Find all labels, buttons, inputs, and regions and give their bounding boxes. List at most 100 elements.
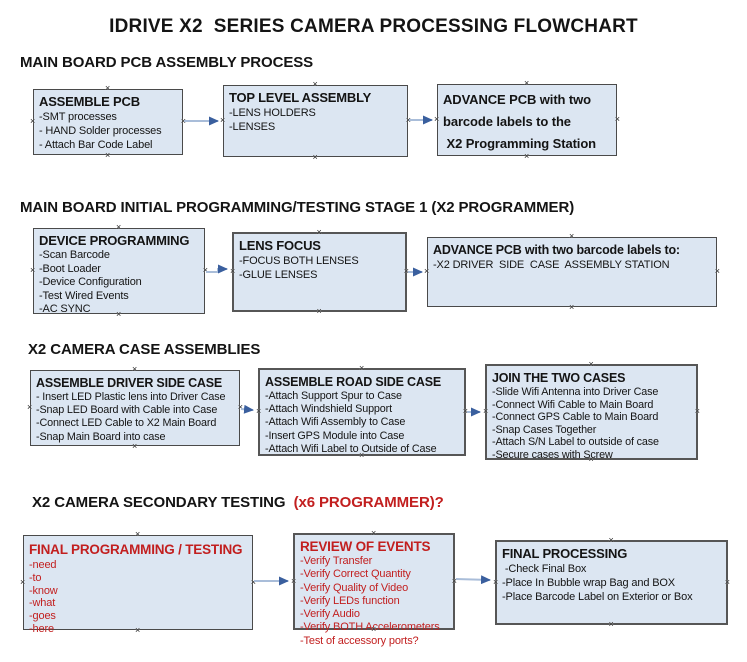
box-item: -Connect LED Cable to X2 Main Board: [36, 417, 217, 430]
box-title: TOP LEVEL ASSEMBLY: [229, 90, 372, 105]
section-heading-text: X2 CAMERA CASE ASSEMBLIES: [28, 341, 261, 358]
box-item: -what: [29, 597, 56, 610]
box-items: -Verify Transfer-Verify Correct Quantity…: [300, 555, 448, 648]
box-item: -LENSES: [229, 121, 276, 133]
box-item: -Connect Wifi Cable to Main Board: [492, 398, 654, 411]
connection-anchor-x: ×: [135, 529, 141, 539]
flow-arrow-g-h: [240, 404, 254, 414]
connection-anchor-x: ×: [256, 406, 262, 416]
box-item: -to: [29, 571, 42, 584]
box-items: -Slide Wifi Antenna into Driver Case-Con…: [492, 386, 691, 462]
box-item: - Attach Bar Code Label: [39, 139, 153, 151]
connection-anchor-x: ×: [462, 406, 468, 416]
box-items: -X2 DRIVER SIDE CASE ASSEMBLY STATION: [433, 258, 711, 272]
connection-anchor-x: ×: [220, 115, 226, 125]
box-item: -Verify Correct Quantity: [300, 568, 411, 581]
connection-anchor-x: ×: [614, 114, 620, 124]
box-item: -Insert GPS Module into Case: [265, 429, 405, 442]
box-items: - Insert LED Plastic lens into Driver Ca…: [36, 391, 234, 444]
box-title: DEVICE PROGRAMMING: [39, 233, 190, 248]
box-title: LENS FOCUS: [239, 238, 321, 253]
box-item: -Boot Loader: [39, 262, 101, 275]
box-item: -Attach Support Spur to Case: [265, 390, 402, 402]
box-item: -Verify LEDs function: [300, 594, 400, 607]
box-item: -Attach S/N Label to outside of case: [492, 436, 659, 449]
box-item: -Verify BOTH Accelerometers: [300, 621, 440, 634]
box-title: FINAL PROGRAMMING / TESTING: [29, 542, 243, 557]
box-title: ASSEMBLE PCB: [39, 94, 140, 109]
section-heading-initial-programming: MAIN BOARD INITIAL PROGRAMMING/TESTING S…: [20, 199, 574, 216]
box-item: - HAND Solder processes: [39, 125, 162, 137]
section-heading-text: MAIN BOARD INITIAL PROGRAMMING/TESTING S…: [20, 199, 575, 216]
connection-anchor-x: ×: [608, 619, 614, 629]
connection-anchor-x: ×: [105, 83, 111, 93]
box-item: -Verify Transfer: [300, 555, 373, 567]
box-item: -Verify Quality of Video: [300, 581, 409, 594]
flow-box-lens-focus: LENS FOCUS -FOCUS BOTH LENSES-GLUE LENSE…: [230, 228, 409, 316]
box-item: -Test of accessory ports?: [300, 634, 419, 647]
box-item: -Snap Cases Together: [492, 423, 597, 436]
connection-anchor-x: ×: [714, 266, 720, 276]
box-title: ADVANCE PCB with two barcode labels to:: [433, 243, 680, 257]
flow-box-final-processing: FINAL PROCESSING -Check Final Box -Place …: [493, 536, 730, 629]
connection-anchor-x: ×: [312, 152, 318, 162]
box-item: -LENS HOLDERS: [229, 107, 316, 119]
flow-box-top-level-assembly: TOP LEVEL ASSEMBLY -LENS HOLDERS-LENSES …: [220, 80, 411, 162]
box-items: -Attach Support Spur to Case-Attach Wind…: [265, 390, 459, 456]
box-item: -need: [29, 559, 57, 571]
box-item: -Connect GPS Cable to Main Board: [492, 411, 659, 424]
box-item: ADVANCE PCB with two: [443, 92, 591, 107]
connection-anchor-x: ×: [569, 231, 575, 241]
connection-anchor-x: ×: [451, 575, 457, 586]
box-item: -SMT processes: [39, 111, 117, 123]
flow-box-device-programming: DEVICE PROGRAMMING -Scan Barcode-Boot Lo…: [30, 223, 208, 319]
box-title: ASSEMBLE DRIVER SIDE CASE: [36, 376, 223, 390]
box-title: JOIN THE TWO CASES: [492, 371, 626, 385]
connection-anchor-x: ×: [316, 306, 322, 316]
connection-anchor-x: ×: [694, 406, 700, 416]
box-title: REVIEW OF EVENTS: [300, 539, 431, 554]
box-item: -Verify Audio: [300, 608, 360, 621]
connection-anchor-x: ×: [202, 265, 208, 275]
flow-box-assemble-driver-side-case: ASSEMBLE DRIVER SIDE CASE - Insert LED P…: [27, 365, 243, 451]
connection-anchor-x: ×: [291, 575, 297, 586]
flow-arrow-k-l: [455, 575, 491, 585]
section-heading-pcb-assembly: MAIN BOARD PCB ASSEMBLY PROCESS: [20, 54, 313, 71]
section-heading-text: X2 CAMERA SECONDARY TESTING: [32, 494, 294, 511]
box-item: -Snap LED Board with Cable into Case: [36, 404, 218, 417]
connection-anchor-x: ×: [405, 115, 411, 125]
connection-anchor-x: ×: [359, 363, 365, 373]
box-item: -Place In Bubble wrap Bag and BOX: [502, 577, 675, 589]
connection-anchor-x: ×: [180, 116, 186, 126]
connection-anchor-x: ×: [724, 576, 730, 587]
connection-anchor-x: ×: [483, 406, 489, 416]
connection-anchor-x: ×: [312, 79, 318, 89]
connection-anchor-x: ×: [434, 114, 440, 124]
flow-box-advance-pcb-driver-side: ADVANCE PCB with two barcode labels to: …: [424, 232, 720, 312]
box-item: -Slide Wifi Antenna into Driver Case: [492, 386, 659, 398]
box-item: -X2 DRIVER SIDE CASE ASSEMBLY STATION: [433, 259, 670, 271]
box-items: -LENS HOLDERS -LENSES: [229, 106, 402, 134]
box-title: FINAL PROCESSING: [502, 546, 628, 561]
connection-anchor-x: ×: [30, 265, 36, 275]
box-item: -Attach Windshield Support: [265, 403, 392, 416]
box-item: -Attach Wifi Label to Outside of Case: [265, 442, 437, 455]
flow-arrow-d-e: [206, 264, 228, 274]
connection-anchor-x: ×: [250, 576, 256, 587]
box-title: ASSEMBLE ROAD SIDE CASE: [265, 375, 441, 389]
box-item: -FOCUS BOTH LENSES: [239, 255, 359, 267]
connection-anchor-x: ×: [371, 528, 377, 538]
section-heading-text: MAIN BOARD PCB ASSEMBLY PROCESS: [20, 54, 314, 71]
box-item: -Attach Wifi Assembly to Case: [265, 416, 406, 429]
box-item: X2 Programming Station: [443, 136, 597, 151]
section-heading-secondary-testing: X2 CAMERA SECONDARY TESTING (x6 PROGRAMM…: [32, 494, 444, 511]
box-item: -Check Final Box: [502, 563, 587, 575]
connection-anchor-x: ×: [20, 576, 26, 587]
box-item: -goes: [29, 610, 56, 623]
flow-box-final-programming-testing: FINAL PROGRAMMING / TESTING -need-to-kno…: [20, 530, 256, 635]
box-item: -Device Configuration: [39, 276, 142, 288]
box-items: -need-to-know-what-goes-here: [29, 559, 247, 636]
